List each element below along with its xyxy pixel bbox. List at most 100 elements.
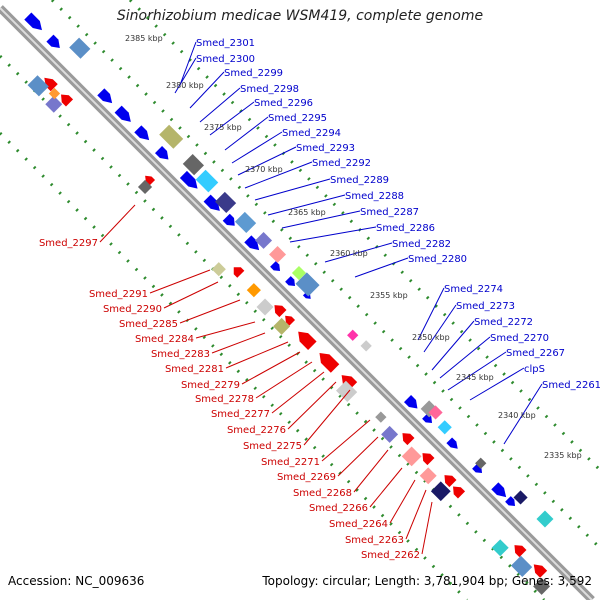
gene-reverse-14 <box>533 564 548 578</box>
accession-label: Accession: NC_009636 <box>8 574 145 588</box>
gene-reverse-box-8 <box>336 380 358 402</box>
gene-reverse-4 <box>274 305 287 318</box>
label-smed_2278: Smed_2278 <box>195 394 254 405</box>
leader-forward-12 <box>289 226 377 243</box>
leader-forward-11 <box>281 210 361 229</box>
gene-forward-1 <box>46 34 60 49</box>
gene-reverse-5 <box>285 315 296 326</box>
leader-forward-5 <box>224 116 269 151</box>
gene-forward-box-7 <box>269 245 287 263</box>
leader-forward-7 <box>237 146 297 176</box>
leader-reverse-1 <box>149 269 211 294</box>
label-smed_2301: Smed_2301 <box>196 38 255 49</box>
gene-reverse-7 <box>319 352 340 373</box>
label-smed_2276: Smed_2276 <box>227 425 286 436</box>
label-smed_2262: Smed_2262 <box>361 550 420 561</box>
leader-reverse-18 <box>421 501 433 555</box>
label-smed_2274: Smed_2274 <box>444 284 503 295</box>
gene-reverse-13 <box>514 545 527 558</box>
gene-forward-17 <box>491 482 507 498</box>
label-smed_2293: Smed_2293 <box>296 143 355 154</box>
gene-reverse-box-4 <box>211 262 226 277</box>
label-smed_2294: Smed_2294 <box>282 128 341 139</box>
label-smed_2269: Smed_2269 <box>277 472 336 483</box>
label-smed_2272: Smed_2272 <box>474 317 533 328</box>
gene-reverse-11 <box>444 475 457 488</box>
leader-reverse-3 <box>179 299 241 324</box>
gene-forward-10 <box>270 261 281 272</box>
gene-forward-box-5 <box>234 211 257 234</box>
backbone-highlight <box>0 7 593 600</box>
label-smed_2299: Smed_2299 <box>224 68 283 79</box>
gene-reverse-box-14 <box>491 539 509 557</box>
gene-reverse-3 <box>233 267 245 278</box>
gene-reverse-1 <box>61 94 74 107</box>
gene-reverse-box-16 <box>533 577 551 595</box>
leader-forward-4 <box>209 101 255 136</box>
label-smed_2282: Smed_2282 <box>392 239 451 250</box>
scale-line-inner-top <box>50 0 600 550</box>
gene-forward-box-14 <box>437 420 452 435</box>
leader-reverse-12 <box>321 419 371 462</box>
gene-forward-box-11 <box>360 340 372 352</box>
label-smed_2263: Smed_2263 <box>345 535 404 546</box>
gene-forward-0 <box>24 12 42 31</box>
leader-reverse-16 <box>389 479 416 524</box>
label-smed_2292: Smed_2292 <box>312 158 371 169</box>
gene-reverse-box-0 <box>27 75 49 97</box>
leader-reverse-7 <box>241 351 301 385</box>
gene-forward-8 <box>222 213 235 226</box>
kbp-label-3: 2370 kbp <box>245 165 283 174</box>
leader-reverse-13 <box>337 436 379 477</box>
leader-forward-16 <box>423 304 457 353</box>
gene-forward-box-0 <box>69 37 91 59</box>
label-smed_2288: Smed_2288 <box>345 191 404 202</box>
kbp-label-1: 2380 kbp <box>166 81 204 90</box>
leader-forward-19 <box>447 351 507 391</box>
gene-forward-box-13 <box>428 405 443 420</box>
label-smed_2261: Smed_2261 <box>542 380 600 391</box>
leader-forward-21 <box>503 383 543 445</box>
leader-forward-13 <box>324 242 393 263</box>
kbp-label-8: 2345 kbp <box>456 373 494 382</box>
gene-forward-box-8 <box>291 265 307 281</box>
label-smed_2283: Smed_2283 <box>151 349 210 360</box>
gene-forward-3 <box>114 105 131 122</box>
gene-forward-box-1 <box>159 124 184 149</box>
gene-forward-box-4 <box>214 191 237 214</box>
gene-reverse-box-13 <box>430 481 451 502</box>
gene-reverse-box-11 <box>401 446 422 467</box>
kbp-label-7: 2350 kbp <box>412 333 450 342</box>
leader-reverse-2 <box>163 281 219 309</box>
gene-forward-7 <box>203 194 220 211</box>
leader-reverse-15 <box>369 467 403 508</box>
gene-reverse-box-12 <box>419 467 437 485</box>
label-smed_2279: Smed_2279 <box>181 380 240 391</box>
leader-forward-3 <box>199 87 241 123</box>
label-smed_2277: Smed_2277 <box>211 409 270 420</box>
gene-forward-15 <box>446 437 458 449</box>
genome-backbone <box>0 5 595 600</box>
leader-reverse-17 <box>405 489 427 540</box>
topology-label: Topology: circular; Length: 3,781,904 bp… <box>262 574 592 588</box>
leader-reverse-4 <box>195 321 256 339</box>
label-clps: clpS <box>524 364 545 375</box>
leader-forward-9 <box>254 178 331 201</box>
label-smed_2286: Smed_2286 <box>376 223 435 234</box>
label-smed_2270: Smed_2270 <box>490 333 549 344</box>
gene-forward-9 <box>244 235 260 251</box>
gene-reverse-0 <box>44 77 58 92</box>
kbp-label-5: 2360 kbp <box>330 249 368 258</box>
label-smed_2271: Smed_2271 <box>261 457 320 468</box>
leader-reverse-11 <box>303 389 351 446</box>
label-smed_2289: Smed_2289 <box>330 175 389 186</box>
kbp-label-6: 2355 kbp <box>370 291 408 300</box>
leader-reverse-0 <box>99 204 136 243</box>
label-smed_2267: Smed_2267 <box>506 348 565 359</box>
label-smed_2268: Smed_2268 <box>293 488 352 499</box>
label-smed_2275: Smed_2275 <box>243 441 302 452</box>
gene-forward-box-9 <box>295 272 320 297</box>
gene-reverse-12 <box>453 486 466 499</box>
gene-forward-4 <box>134 125 150 141</box>
